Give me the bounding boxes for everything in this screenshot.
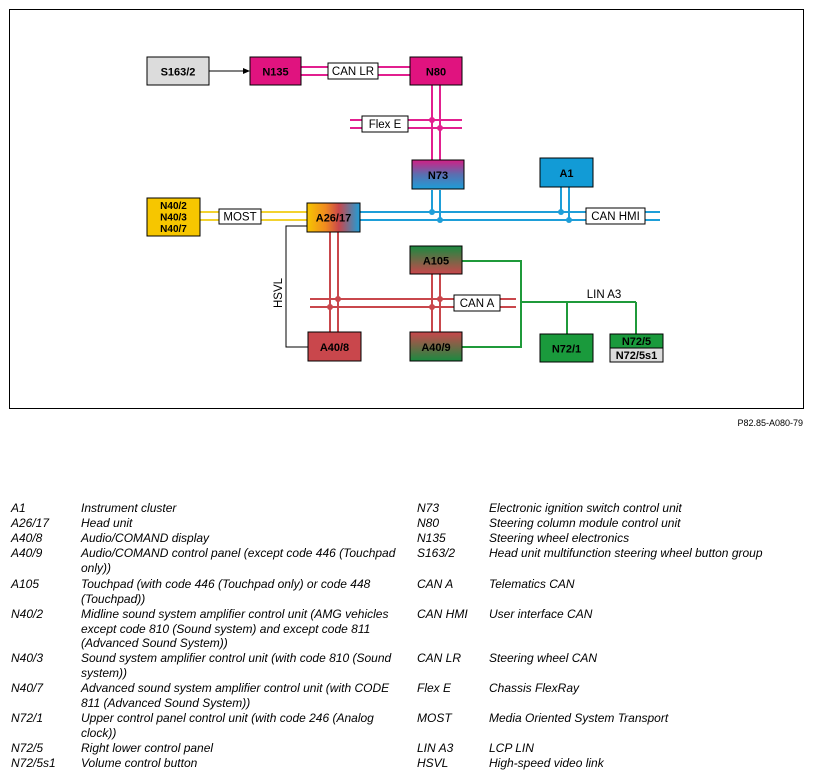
lin-a3-bus [462, 260, 637, 348]
legend-description: Head unit multifunction steering wheel b… [489, 546, 763, 560]
legend-description: Telematics CAN [489, 577, 575, 591]
node-label: A40/9 [421, 342, 450, 354]
bus-junction [566, 217, 572, 223]
legend-description: Upper control panel control unit (with c… [81, 711, 374, 740]
node-label: N72/5 [622, 336, 651, 348]
node-n40: N40/2 N40/3 N40/7 [146, 197, 201, 237]
legend-code: LIN A3 [417, 741, 454, 755]
label-flex-e: Flex E [361, 115, 409, 133]
bus-junction [558, 209, 564, 215]
label-hsvl: HSVL [273, 277, 285, 308]
bus-junction [429, 209, 435, 215]
bus-junction [429, 117, 435, 123]
legend-description: Midline sound system amplifier control u… [81, 607, 389, 650]
legend-code: A105 [11, 577, 40, 591]
bus-junction [437, 217, 443, 223]
legend-description: Head unit [81, 516, 133, 530]
node-n135: N135 [249, 56, 302, 86]
node-n73: N73 [411, 159, 465, 190]
legend-code: CAN HMI [417, 607, 468, 621]
legend-description: Instrument cluster [81, 501, 177, 515]
legend-description: User interface CAN [489, 607, 593, 621]
node-label: N135 [262, 67, 288, 79]
node-label: N73 [428, 170, 448, 182]
bus-junction [437, 125, 443, 131]
node-a26-17: A26/17 [306, 202, 361, 233]
node-label: N80 [426, 67, 446, 79]
legend-code: N40/7 [11, 681, 44, 695]
legend-code: N80 [417, 516, 440, 530]
network-diagram: S163/2 N135 N80 N73 A1 N40/2 N40/3 N40/7… [9, 9, 804, 409]
legend-description: Sound system amplifier control unit (wit… [81, 651, 392, 680]
legend-description: Steering wheel electronics [489, 531, 630, 545]
legend-description: High-speed video link [489, 756, 604, 770]
legend-description: Right lower control panel [81, 741, 214, 755]
node-label: N72/5s1 [616, 350, 658, 362]
node-label: A26/17 [316, 213, 351, 225]
legend-description: Electronic ignition switch control unit [489, 501, 682, 515]
legend-code: HSVL [417, 756, 449, 770]
node-label: A105 [423, 256, 449, 268]
label-lin-a3: LIN A3 [587, 289, 622, 301]
diagram-frame [9, 9, 804, 409]
label-can-lr: CAN LR [327, 62, 379, 80]
legend-description: Volume control button [81, 756, 198, 770]
legend-code: N40/2 [11, 607, 44, 621]
legend-description: LCP LIN [489, 741, 534, 755]
bus-label: CAN HMI [591, 211, 640, 223]
bus-label: CAN LR [332, 66, 374, 78]
arrow-head-icon [243, 68, 250, 74]
legend-code: A1 [11, 501, 26, 515]
legend-description: Chassis FlexRay [489, 681, 580, 695]
node-a40-8: A40/8 [307, 331, 362, 362]
legend-code: S163/2 [417, 546, 456, 560]
legend-description: Media Oriented System Transport [489, 711, 669, 725]
bus-junction [429, 304, 435, 310]
node-s163-2: S163/2 [146, 56, 210, 86]
legend-description: Touchpad (with code 446 (Touchpad only) … [81, 577, 371, 606]
label-most: MOST [218, 208, 262, 225]
node-a1: A1 [539, 157, 594, 188]
bus-junction [335, 296, 341, 302]
legend-code: N72/5s1 [11, 756, 56, 770]
legend-code: A40/9 [11, 546, 43, 560]
legend-code: CAN A [417, 577, 454, 591]
legend-code: CAN LR [417, 651, 462, 665]
legend-code: N72/1 [11, 711, 44, 725]
legend-description: Advanced sound system amplifier control … [81, 681, 390, 710]
legend-code: A40/8 [11, 531, 43, 545]
node-label: N72/1 [552, 344, 581, 356]
label-can-hmi: CAN HMI [585, 207, 646, 225]
node-label: A40/8 [320, 342, 349, 354]
label-can-a: CAN A [453, 294, 501, 312]
node-label: N40/3 [160, 213, 187, 224]
bus-junction [437, 296, 443, 302]
legend-code: N40/3 [11, 651, 44, 665]
legend-code: MOST [417, 711, 452, 725]
bus-junction [327, 304, 333, 310]
legend-code: A26/17 [11, 516, 50, 530]
node-n72-5: N72/5 N72/5s1 [609, 333, 664, 363]
node-label: S163/2 [161, 67, 196, 79]
legend-description: Steering wheel CAN [489, 651, 598, 665]
node-a105: A105 [409, 245, 463, 275]
hsvl-link [285, 225, 308, 348]
node-n80: N80 [409, 56, 463, 86]
legend-description: Steering column module control unit [489, 516, 681, 530]
bus-label: MOST [223, 212, 256, 224]
figure-reference: P82.85-A080-79 [737, 418, 803, 428]
legend-code: N73 [417, 501, 440, 515]
node-label: N40/7 [160, 224, 187, 235]
legend-description: Audio/COMAND display [81, 531, 210, 545]
legend-code: N72/5 [11, 741, 44, 755]
node-label: N40/2 [160, 201, 187, 212]
legend-description: Audio/COMAND control panel (except code … [81, 546, 396, 575]
node-a40-9: A40/9 [409, 331, 463, 362]
node-n72-1: N72/1 [539, 333, 594, 363]
node-label: A1 [559, 168, 573, 180]
legend-code: Flex E [417, 681, 452, 695]
bus-label: Flex E [369, 119, 402, 131]
bus-label: CAN A [460, 298, 495, 310]
legend-code: N135 [417, 531, 446, 545]
